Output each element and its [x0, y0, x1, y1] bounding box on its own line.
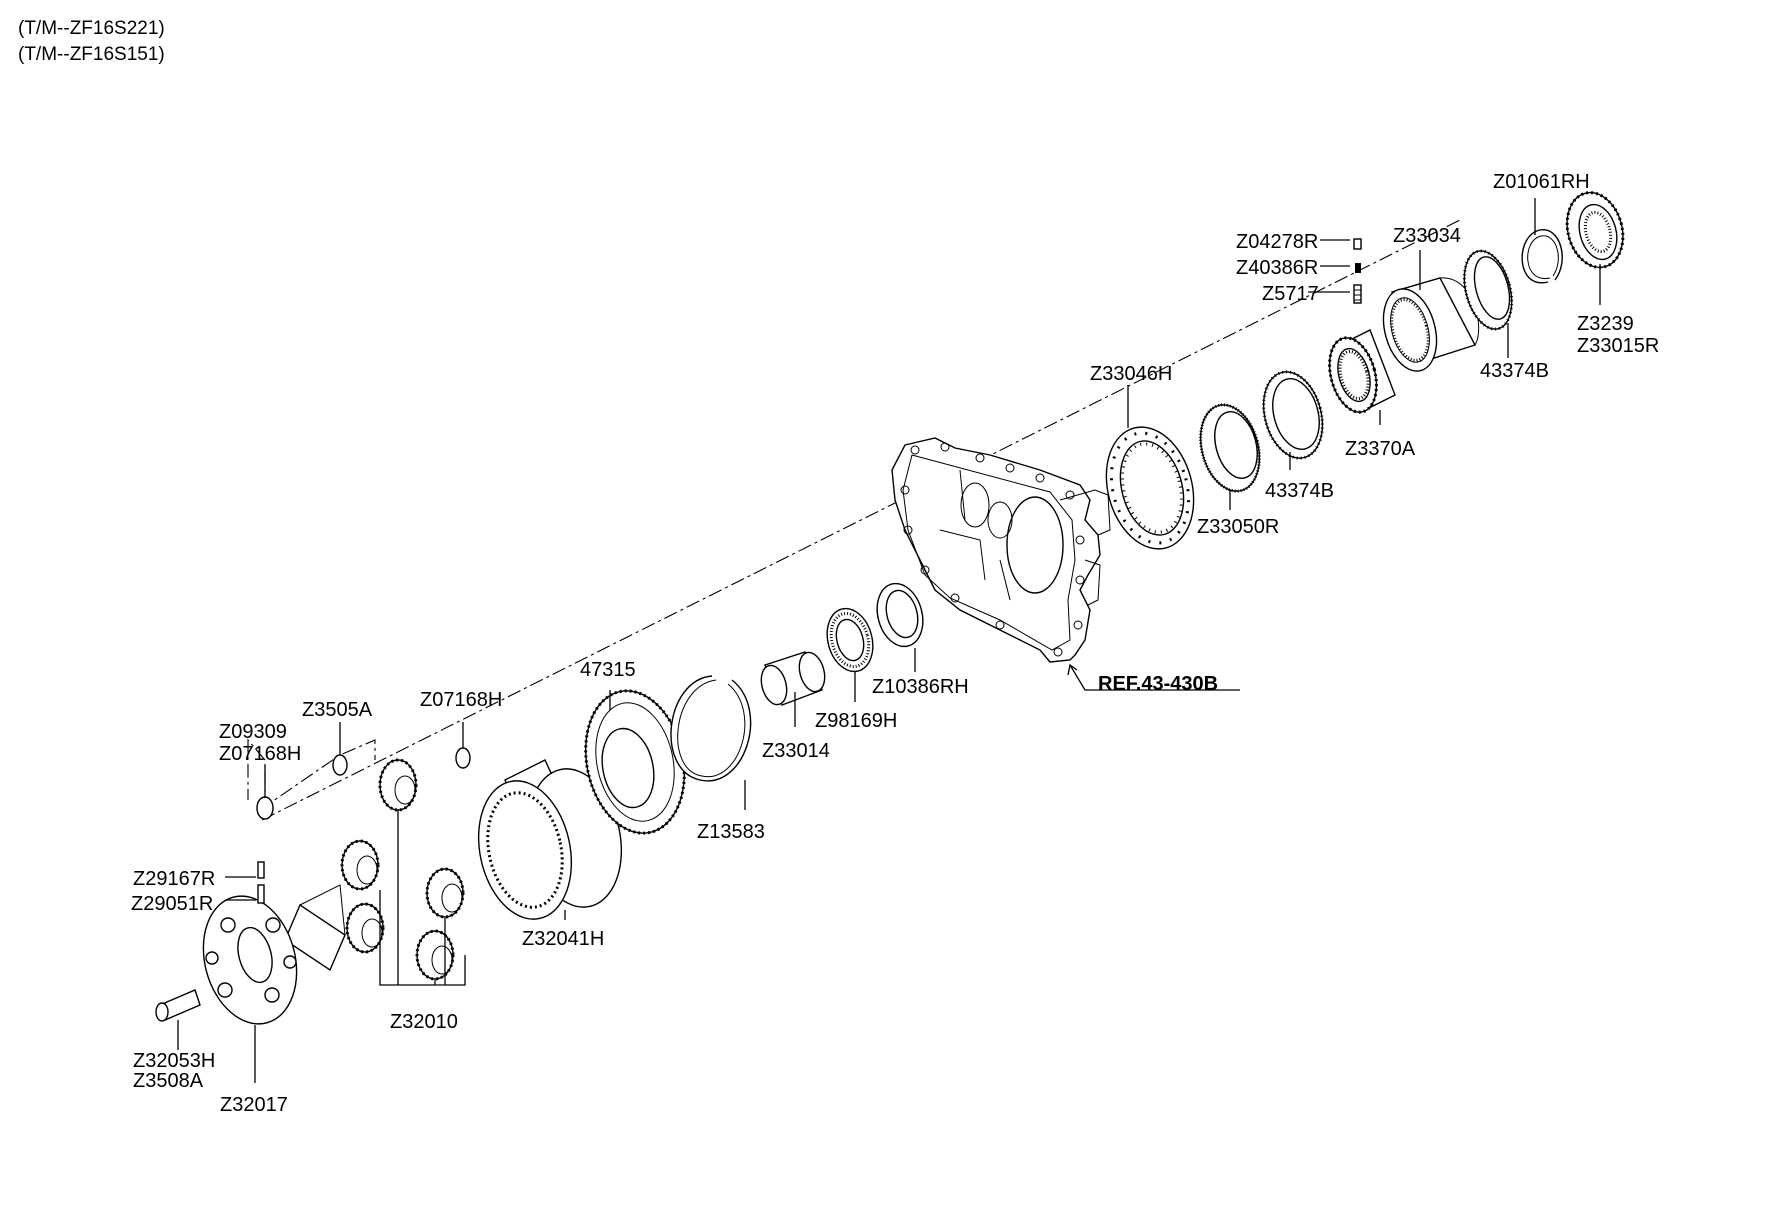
label-Z04278R: Z04278R	[1236, 231, 1318, 253]
planet-carrier-part	[202, 884, 346, 1025]
planet-gears-part	[340, 758, 465, 981]
label-Z33034: Z33034	[1393, 225, 1461, 247]
label-Z13583: Z13583	[697, 821, 765, 843]
model-code-line-2: (T/M--ZF16S151)	[18, 44, 165, 65]
label-Z10386RH: Z10386RH	[872, 676, 969, 698]
clutch-plate-part	[1105, 426, 1195, 550]
pin-z29051r-part	[257, 884, 265, 904]
sliding-sleeve-part	[1382, 277, 1480, 372]
gear-hub-part	[1565, 191, 1625, 269]
label-Z32017: Z32017	[220, 1094, 288, 1116]
bushing-part	[760, 651, 826, 706]
label-Z40386R: Z40386R	[1236, 257, 1318, 279]
circlip-part	[1521, 229, 1563, 284]
label-43374B-mid: 43374B	[1265, 480, 1334, 502]
thrust-washer-part	[876, 582, 924, 648]
planet-gear-5	[415, 929, 455, 981]
synchro-hub-part	[1328, 329, 1396, 414]
label-Z3508A: Z3508A	[133, 1070, 204, 1092]
part-labels: Z01061RH Z33034 Z04278R Z40386R Z5717 Z3…	[131, 171, 1659, 1116]
synchro-ring-43374b-mid-part	[1262, 370, 1324, 460]
label-Z07168H-left: Z07168H	[219, 743, 301, 765]
ring-gear-part	[477, 759, 623, 920]
label-Z3370A: Z3370A	[1345, 438, 1416, 460]
label-Z09309: Z09309	[219, 721, 287, 743]
label-Z33050R: Z33050R	[1197, 516, 1279, 538]
snap-ring-part	[670, 675, 752, 782]
planet-gear-4	[345, 902, 385, 954]
planet-gear-2	[340, 839, 380, 891]
model-code-line-1: (T/M--ZF16S221)	[18, 18, 165, 39]
transmission-housing-part	[891, 437, 1111, 663]
planet-gear-1	[378, 758, 418, 812]
synchro-ring-43374b-top-part	[1462, 249, 1514, 331]
label-reference: REF.43-430B	[1098, 673, 1218, 695]
planet-gear-3	[425, 867, 465, 919]
label-Z32010: Z32010	[390, 1011, 458, 1033]
leader-lines	[177, 198, 1601, 1083]
label-Z32053H: Z32053H	[133, 1050, 215, 1072]
detent-parts	[1353, 238, 1362, 304]
planet-axis-line-2	[259, 739, 376, 811]
label-Z32041H: Z32041H	[522, 928, 604, 950]
synchro-ring-z33050r-part	[1199, 403, 1261, 493]
shaft-pin-part	[155, 989, 201, 1022]
label-Z33014: Z33014	[762, 740, 830, 762]
label-43374B-top: 43374B	[1480, 360, 1549, 382]
label-47315: 47315	[580, 659, 636, 681]
label-Z3505A: Z3505A	[302, 699, 373, 721]
washer-z07168h-part	[455, 747, 471, 769]
assembly-axis-line	[261, 219, 1461, 821]
label-Z33015R: Z33015R	[1577, 335, 1659, 357]
label-Z33046H: Z33046H	[1090, 363, 1172, 385]
label-Z07168H-top: Z07168H	[420, 689, 502, 711]
pin-z29167r-part	[257, 861, 265, 879]
label-Z98169H: Z98169H	[815, 710, 897, 732]
label-Z29051R: Z29051R	[131, 893, 213, 915]
label-Z5717: Z5717	[1262, 283, 1319, 305]
needle-bearing-part	[826, 607, 874, 673]
label-Z3239: Z3239	[1577, 313, 1634, 335]
washer-z3505a-part	[332, 754, 348, 776]
washer-z09309-part	[256, 796, 274, 820]
label-Z29167R: Z29167R	[133, 868, 215, 890]
label-Z01061RH: Z01061RH	[1493, 171, 1590, 193]
